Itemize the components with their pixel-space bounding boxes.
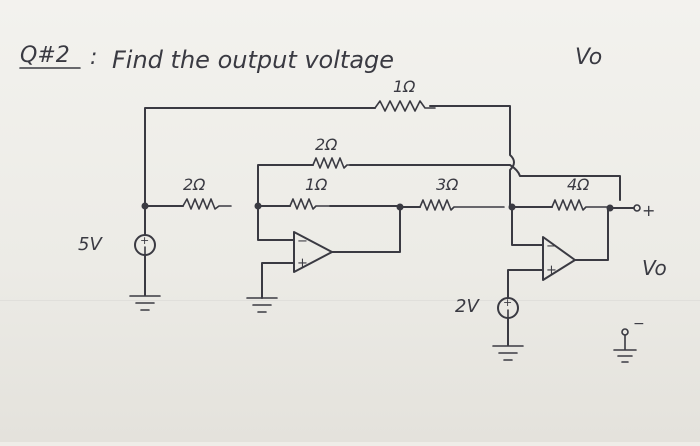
question-text: Find the output voltage (112, 46, 394, 74)
source-2v-plus: + (503, 296, 512, 309)
question-number: Q#2 (20, 43, 70, 68)
output-terminal-minus: − (613, 316, 645, 363)
output-label: Vo (642, 256, 667, 280)
source-5v-label: 5V (78, 234, 103, 255)
resistor-stage2-fb-label: 4Ω (567, 175, 590, 194)
opamp-1-minus: − (297, 234, 308, 249)
resistor-top-long: 1Ω (374, 77, 436, 112)
opamp-2-minus: − (546, 239, 557, 254)
resistor-feedback-inner: 1Ω (289, 175, 331, 210)
question-separator: : (90, 45, 97, 70)
resistor-feedback-top: 2Ω (312, 135, 351, 169)
resistor-stage2-in: 3Ω (419, 175, 505, 211)
opamp-2: − + (542, 236, 576, 281)
opamp-1: − + (293, 231, 333, 273)
ground-left-icon (129, 295, 161, 311)
resistor-input-label: 2Ω (183, 175, 206, 194)
voltage-source-2v: + 2V (455, 296, 519, 346)
output-minus: − (633, 316, 645, 332)
question-symbol: Vo (575, 45, 602, 70)
source-5v-plus: + (140, 234, 149, 247)
top-feedback-wire (144, 105, 515, 208)
ground-right-icon (492, 345, 524, 361)
voltage-source-5v: + 5V (78, 204, 156, 296)
resistor-feedback-inner-label: 1Ω (305, 175, 328, 194)
output-plus: + (642, 201, 655, 220)
resistor-feedback-top-label: 2Ω (315, 135, 338, 154)
opamp-1-plus: + (297, 256, 308, 271)
resistor-top-long-label: 1Ω (393, 77, 416, 96)
ground-opamp1-icon (246, 297, 278, 313)
resistor-stage2-fb: 4Ω (551, 175, 609, 211)
opamp-2-plus: + (546, 263, 557, 278)
resistor-stage2-in-label: 3Ω (436, 175, 459, 194)
source-2v-label: 2V (455, 296, 480, 317)
resistor-input: 2Ω (182, 175, 232, 210)
output-terminal-plus (633, 204, 641, 212)
